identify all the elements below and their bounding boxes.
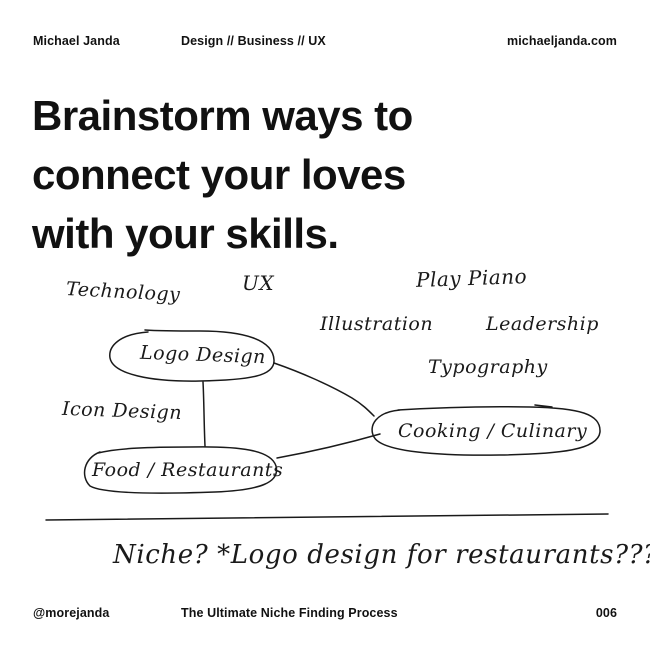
idea-play-piano: Play Piano xyxy=(415,264,528,292)
divider-line xyxy=(45,513,609,521)
website-link[interactable]: michaeljanda.com xyxy=(507,34,617,48)
idea-ux: UX xyxy=(242,271,275,295)
tagline: Design // Business // UX xyxy=(181,34,326,48)
series-title: The Ultimate Niche Finding Process xyxy=(181,606,398,620)
brainstorm-sketch xyxy=(45,329,609,521)
connector-logo-cooking xyxy=(273,362,375,417)
idea-cooking-culinary: Cooking / Culinary xyxy=(398,420,588,442)
niche-conclusion: Niche? *Logo design for restaurants??? xyxy=(113,540,650,570)
page-number: 006 xyxy=(595,606,617,620)
cooking-culinary-bubble xyxy=(371,404,601,456)
idea-food-restaurants: Food / Restaurants xyxy=(92,459,284,481)
connector-food-cooking xyxy=(276,433,381,459)
title-line-1: Brainstorm ways to xyxy=(32,92,413,139)
idea-logo-design: Logo Design xyxy=(139,341,267,369)
page-title: Brainstorm ways to connect your loves wi… xyxy=(32,86,592,263)
author-name: Michael Janda xyxy=(33,34,120,48)
idea-leadership: Leadership xyxy=(486,313,599,335)
title-line-3: with your skills. xyxy=(32,210,339,257)
idea-illustration: Illustration xyxy=(320,313,434,335)
idea-typography: Typography xyxy=(428,356,548,378)
food-restaurants-bubble xyxy=(83,446,278,494)
logo-design-bubble xyxy=(109,329,275,382)
title-line-2: connect your loves xyxy=(32,151,406,198)
connector-logo-food xyxy=(202,381,206,447)
idea-icon-design: Icon Design xyxy=(61,397,183,425)
social-handle[interactable]: @morejanda xyxy=(33,606,110,620)
